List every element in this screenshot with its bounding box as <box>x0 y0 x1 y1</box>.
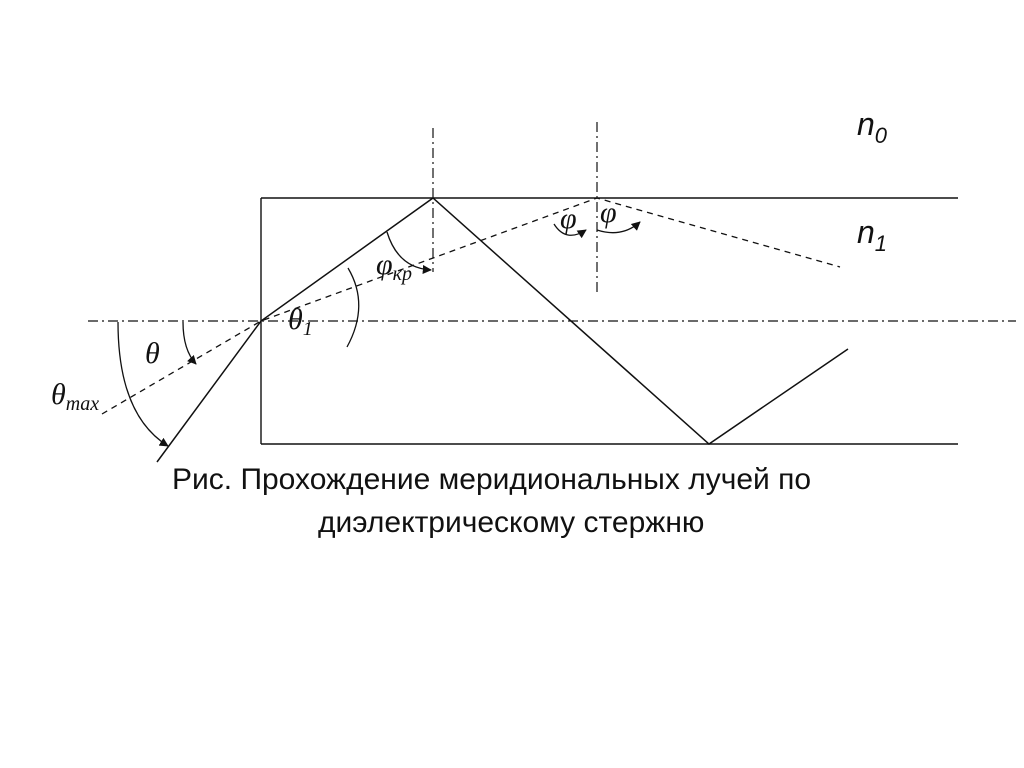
label-phi-left: φ <box>560 202 577 235</box>
angle-arcs <box>117 221 641 447</box>
ray-refracted-path <box>101 197 841 415</box>
figure-caption-line-2: диэлектрическому стержню <box>318 506 705 539</box>
label-phi-right: φ <box>600 196 617 229</box>
arc-theta-max <box>117 321 169 447</box>
ray-critical-path <box>156 197 849 463</box>
label-n0: n0 <box>857 106 888 148</box>
arc-theta1 <box>346 267 360 348</box>
arc-phi-cr <box>386 231 432 275</box>
label-phi-cr: φкр <box>376 248 412 285</box>
label-n1: n1 <box>857 214 887 256</box>
arc-phi-right <box>596 221 641 234</box>
figure-caption-line-1: Рис. Прохождение меридиональных лучей по <box>172 463 812 496</box>
label-theta: θ <box>145 337 160 370</box>
arc-phi-left <box>553 223 587 239</box>
label-theta-max: θmax <box>51 378 99 415</box>
arc-theta <box>182 321 197 365</box>
label-theta1: θ1 <box>288 303 313 340</box>
